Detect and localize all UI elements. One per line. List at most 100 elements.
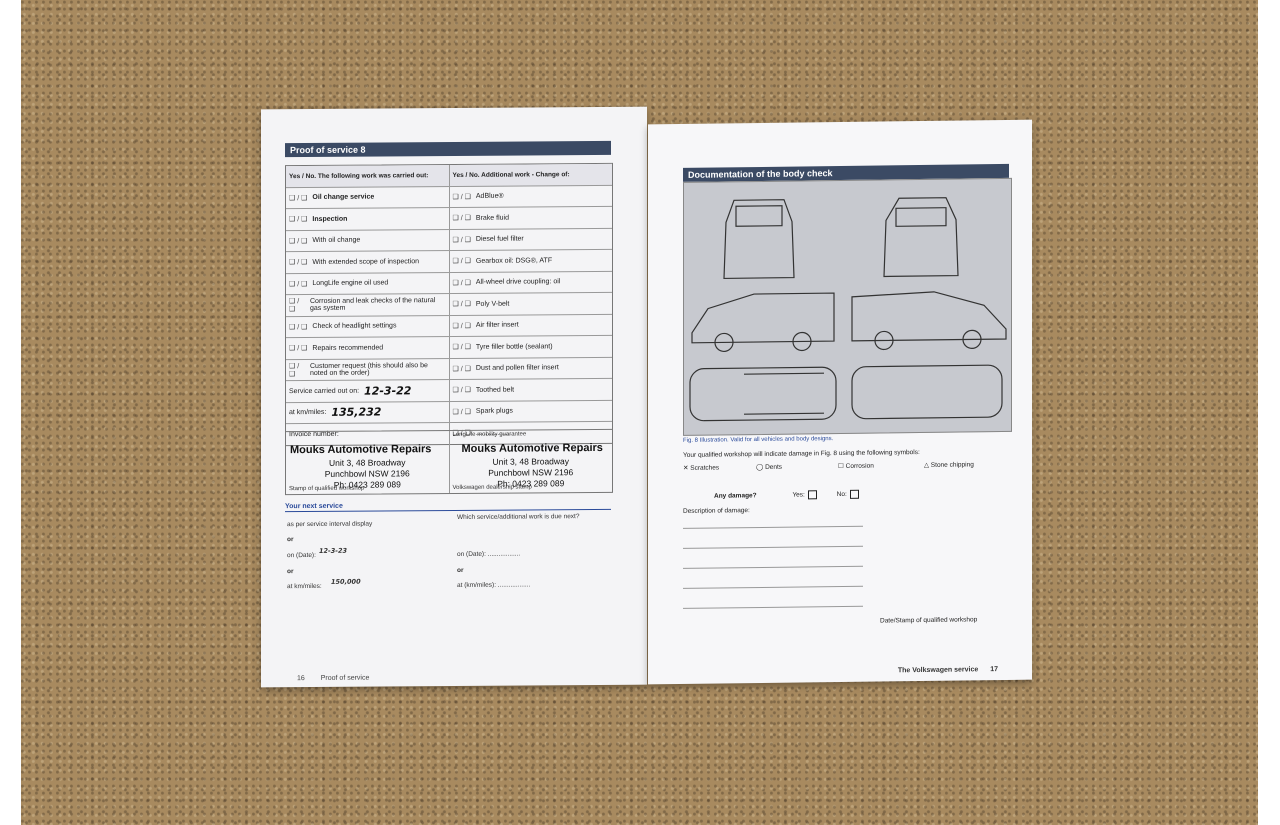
- table-header: Yes / No. The following work was carried…: [286, 163, 612, 188]
- row-label: Customer request (this should also be no…: [310, 361, 428, 377]
- next-which: Which service/additional work is due nex…: [457, 513, 580, 521]
- next-miles-right: at (km/miles): ..................: [457, 581, 531, 589]
- no-label: No:: [836, 491, 847, 499]
- left-page: Proof of service 8 Yes / No. The followi…: [261, 106, 647, 688]
- table-row: ❑ / ❑ LongLife engine oil used ❑ / ❑ All-w…: [286, 271, 612, 296]
- page-number: 17: [990, 666, 998, 674]
- stamp-caption: Stamp of qualified workshop: [289, 485, 365, 493]
- table-row: ❑ / ❑ Corrosion and leak checks of the na…: [286, 292, 612, 317]
- checkbox[interactable]: ❑ / ❑: [452, 215, 471, 223]
- next-service-title: Your next service: [285, 500, 611, 513]
- checkbox[interactable]: ❑ / ❑: [452, 408, 471, 416]
- stamp-name: Mouks Automotive Repairs: [290, 443, 432, 457]
- col-header-right: Yes / No. Additional work - Change of:: [452, 170, 570, 179]
- next-or-right: or: [457, 566, 464, 574]
- page-number: 16: [297, 675, 305, 683]
- checkbox[interactable]: ❑ / ❑: [289, 237, 308, 245]
- stamp-caption: Volkswagen dealership stamp: [452, 484, 532, 492]
- checkbox[interactable]: ❑ / ❑: [452, 279, 471, 287]
- yes-label: Yes:: [792, 491, 805, 499]
- row-label: Inspection: [312, 215, 348, 223]
- row-label: Poly V-belt: [475, 300, 510, 308]
- row-label: Air filter insert: [475, 321, 519, 330]
- miles-value: 135,232: [331, 405, 382, 420]
- table-row: ❑ / ❑With extended scope of inspection ❑…: [286, 249, 612, 274]
- checkbox[interactable]: ❑ / ❑: [289, 280, 308, 288]
- row-label: Repairs recommended: [312, 344, 384, 352]
- checkbox[interactable]: ❑ / ❑: [289, 298, 300, 314]
- vehicle-diagram: [683, 177, 1012, 436]
- col-header-left: Yes / No. The following work was carried…: [286, 165, 450, 187]
- checkbox[interactable]: ❑ / ❑: [452, 193, 471, 201]
- service-date-label: Service carried out on:: [289, 387, 360, 395]
- stamp-address-2: Punchbowl NSW 2196: [488, 467, 574, 478]
- damage-instruction: Your qualified workshop will indicate da…: [683, 449, 920, 459]
- checkbox[interactable]: ❑ / ❑: [452, 236, 471, 244]
- dealership-stamp: LongLife mobility guarantee Mouks Automo…: [450, 430, 613, 493]
- next-miles-label: at km/miles:: [287, 582, 322, 591]
- checkbox[interactable]: ❑ / ❑: [289, 362, 300, 378]
- symbol-stone-chipping: △ Stone chipping: [924, 461, 974, 469]
- checkbox[interactable]: ❑ / ❑: [289, 216, 308, 224]
- row-label: Check of headlight settings: [312, 322, 397, 331]
- stamp-address-1: Unit 3, 48 Broadway: [328, 457, 406, 468]
- row-label: With oil change: [312, 236, 361, 245]
- yes-checkbox[interactable]: [807, 490, 817, 500]
- table-row: ❑ / ❑Inspection ❑ / ❑Brake fluid: [286, 206, 612, 231]
- footer-text: Proof of service: [320, 674, 370, 682]
- miles-label: at km/miles:: [289, 409, 327, 417]
- frame-left: [0, 0, 21, 825]
- service-table: Yes / No. The following work was carried…: [285, 162, 613, 446]
- checkbox[interactable]: ❑ / ❑: [289, 194, 308, 202]
- description-line: [683, 525, 863, 529]
- any-damage-row: Any damage? Yes: No:: [714, 489, 859, 501]
- row-label: Diesel fuel filter: [475, 235, 524, 244]
- checkbox[interactable]: ❑ / ❑: [452, 258, 471, 266]
- table-row: ❑ / ❑ Check of headlight settings ❑ / ❑ Ai…: [286, 314, 612, 339]
- row-label: Corrosion and leak checks of the natural…: [310, 297, 436, 313]
- stamp-area: Mouks Automotive Repairs Unit 3, 48 Broa…: [285, 428, 613, 496]
- symbol-scratches: ✕ Scratches: [683, 464, 720, 472]
- checkbox[interactable]: ❑ / ❑: [452, 387, 471, 395]
- any-damage-label: Any damage?: [714, 492, 757, 500]
- symbol-dents: ◯ Dents: [756, 463, 783, 472]
- row-label: Oil change service: [312, 193, 375, 202]
- next-date-right: on (Date): ..................: [457, 550, 521, 558]
- checkbox[interactable]: ❑ / ❑: [452, 322, 471, 330]
- next-or: or: [287, 536, 294, 544]
- checkbox[interactable]: ❑ / ❑: [289, 323, 308, 331]
- spark-plugs-label: Spark plugs: [475, 407, 513, 416]
- checkbox[interactable]: ❑ / ❑: [452, 301, 471, 309]
- right-page: Documentation of the body check Fig. 8 I…: [648, 119, 1032, 685]
- description-line: [683, 545, 863, 549]
- checkbox[interactable]: ❑ / ❑: [452, 365, 471, 373]
- checkbox[interactable]: ❑ / ❑: [289, 259, 308, 267]
- row-label: All-wheel drive coupling: oil: [475, 278, 561, 287]
- table-row: ❑ / ❑ With oil change ❑ / ❑ Diesel fuel fi…: [286, 228, 612, 253]
- checkbox[interactable]: ❑ / ❑: [289, 345, 308, 353]
- longlife-label: LongLife mobility guarantee: [452, 431, 527, 439]
- footer-text: The Volkswagen service: [897, 666, 979, 675]
- description-line: [683, 565, 863, 569]
- fig-caption: Fig. 8 Illustration. Valid for all vehic…: [683, 436, 834, 444]
- row-label: LongLife engine oil used: [312, 279, 389, 288]
- table-row: Service carried out on: 12-3-22 ❑ / ❑ Toot…: [286, 378, 612, 403]
- vehicle-outline-drawing: [689, 197, 1007, 422]
- next-or: or: [287, 568, 294, 576]
- description-label: Description of damage:: [683, 507, 750, 515]
- left-footer: 16 Proof of service: [297, 675, 369, 683]
- row-label: Gearbox oil: DSG®, ATF: [475, 257, 553, 265]
- no-checkbox[interactable]: [849, 489, 859, 499]
- toothed-belt-label: Toothed belt: [475, 386, 515, 394]
- stamp-address-2: Punchbowl NSW 2196: [324, 468, 410, 479]
- checkbox[interactable]: ❑ / ❑: [452, 344, 471, 352]
- next-date-value: 12-3-23: [319, 546, 348, 555]
- date-stamp-label: Date/Stamp of qualified workshop: [880, 616, 978, 625]
- row-label: AdBlue®: [475, 192, 504, 201]
- row-label: Dust and pollen filter insert: [475, 364, 559, 373]
- service-date-value: 12-3-22: [364, 384, 412, 398]
- next-miles-value: 150,000: [331, 577, 361, 586]
- right-footer: The Volkswagen service 17: [898, 666, 998, 674]
- frame-right: [1258, 0, 1280, 825]
- table-row: ❑ / ❑Repairs recommended ❑ / ❑Tyre fille…: [286, 335, 612, 360]
